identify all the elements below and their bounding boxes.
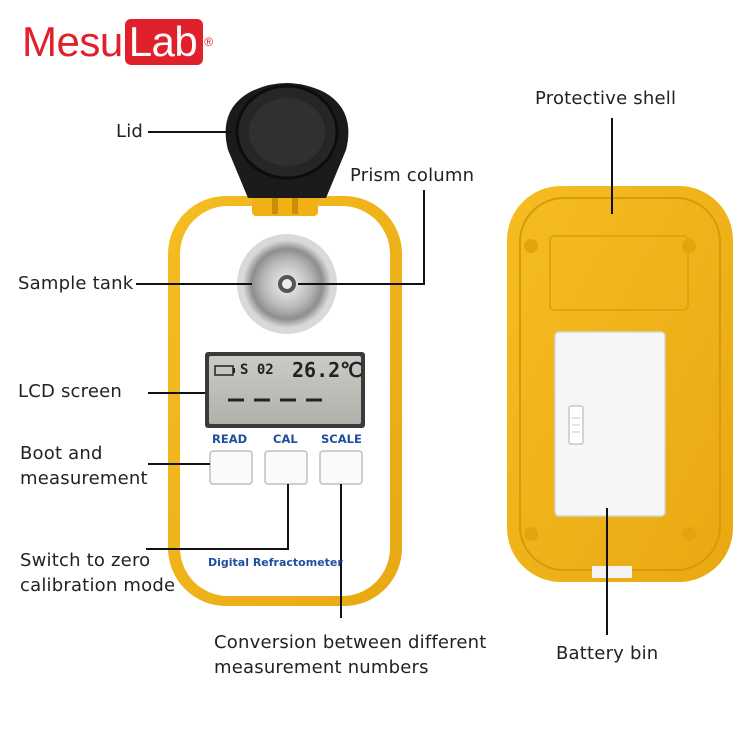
leader-lines — [136, 118, 613, 635]
callout-boot-line1: Boot and — [20, 443, 103, 464]
callout-lid: Lid — [116, 121, 144, 142]
callout-sample-tank: Sample tank — [18, 273, 134, 294]
leader-prism — [298, 190, 425, 285]
front-device — [168, 83, 402, 606]
read-button-label: READ — [212, 432, 248, 446]
logo-text-mesu: Mesu — [22, 18, 123, 65]
battery-bin — [554, 331, 666, 517]
cal-button — [264, 450, 308, 485]
scale-button-label: SCALE — [321, 432, 362, 446]
trademark-symbol: ® — [204, 35, 213, 49]
back-device — [507, 186, 733, 582]
device-brand-text: Digital Refractometer — [208, 556, 343, 569]
callout-battery-bin: Battery bin — [556, 643, 659, 664]
callout-protective-shell: Protective shell — [535, 88, 677, 109]
lcd-temperature: 26.2℃ — [292, 358, 363, 382]
callout-switch-line2: calibration mode — [20, 575, 176, 596]
callout-lcd-screen: LCD screen — [18, 381, 123, 402]
scale-button — [319, 450, 363, 485]
lcd-scale-code: S 02 — [240, 362, 274, 378]
lcd-screen — [209, 356, 361, 424]
callout-conversion-line1: Conversion between different — [214, 632, 487, 653]
leader-switch — [146, 484, 289, 550]
callout-prism-column: Prism column — [350, 165, 475, 186]
callout-switch-line1: Switch to zero — [20, 550, 151, 571]
logo-text-lab: Lab — [124, 19, 204, 65]
callout-boot-line2: measurement — [20, 468, 148, 489]
read-button — [209, 450, 253, 485]
callout-conversion-line2: measurement numbers — [214, 657, 429, 678]
cal-button-label: CAL — [273, 432, 298, 446]
